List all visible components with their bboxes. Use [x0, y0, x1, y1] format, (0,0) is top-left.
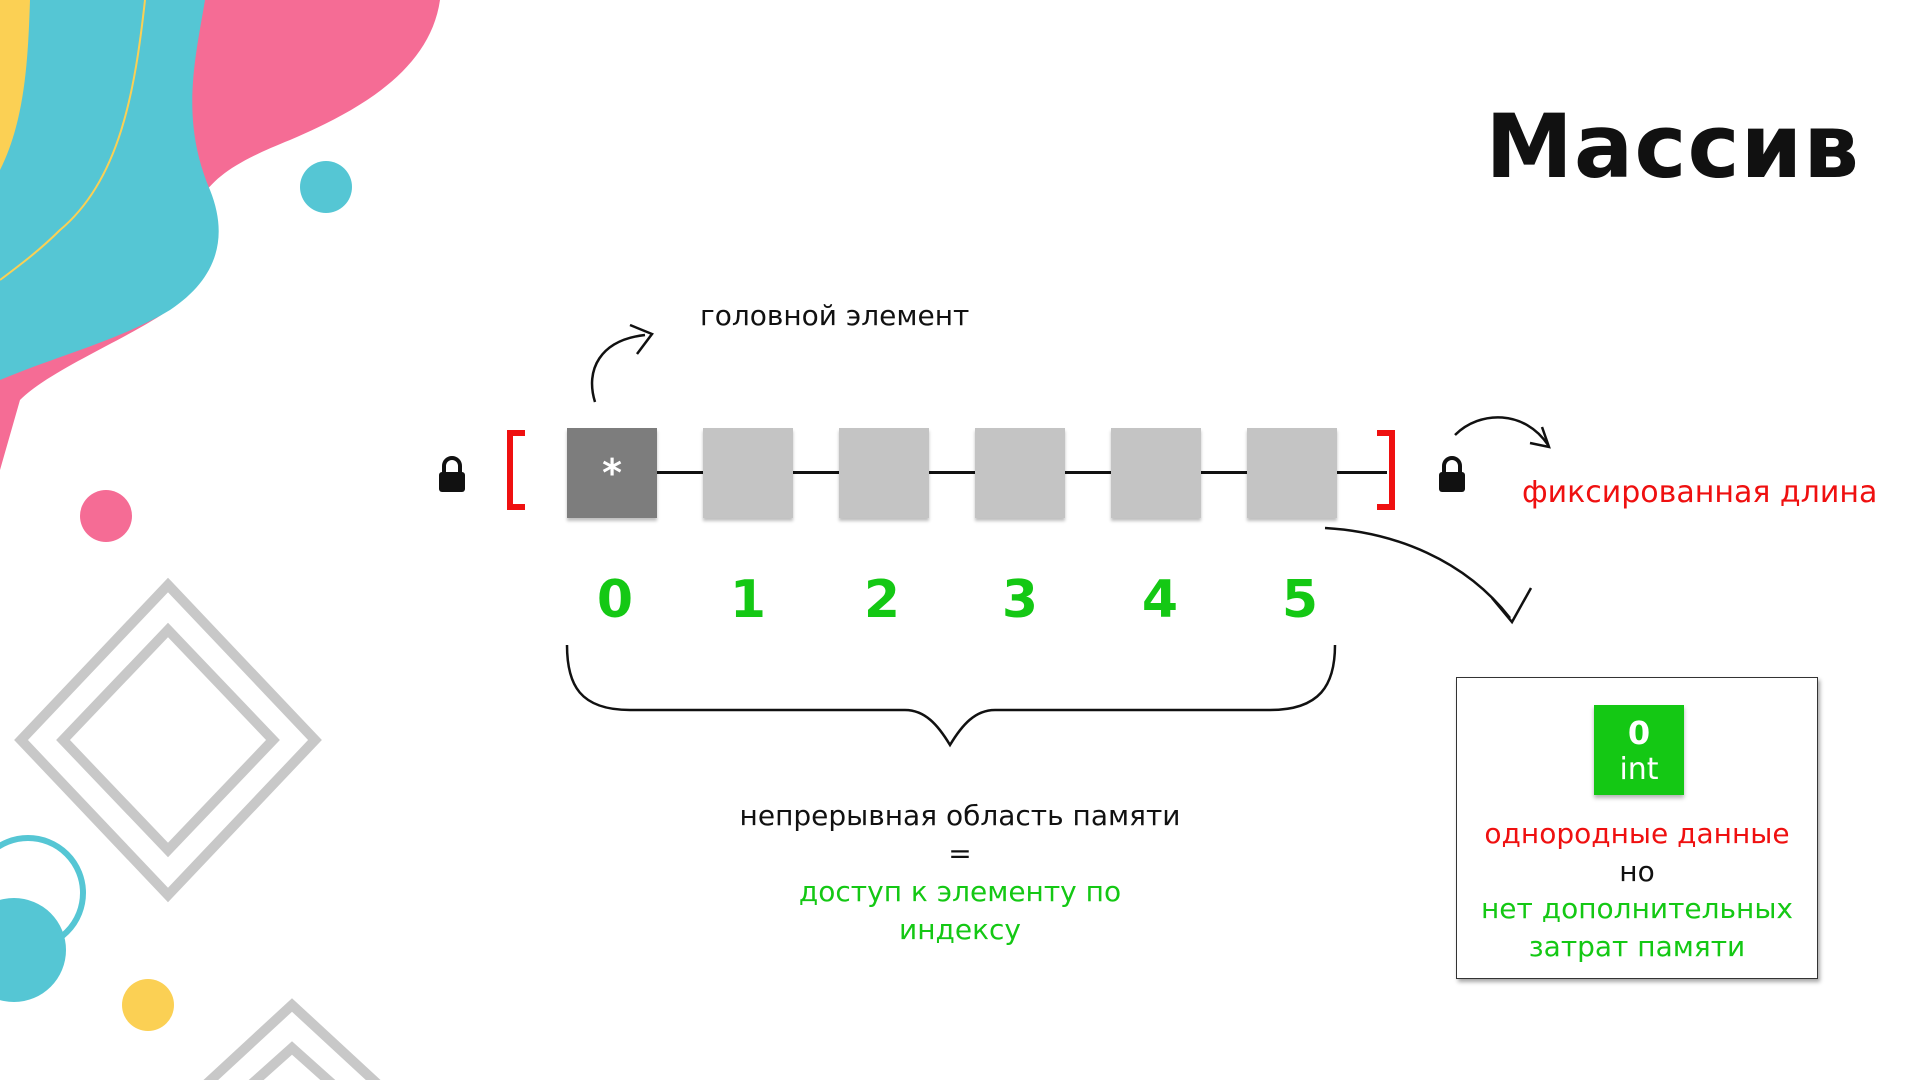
yellow-line: [0, 0, 146, 281]
memory-equals: =: [948, 837, 972, 870]
slide-title: Массив: [1485, 95, 1860, 198]
teal-dot: [300, 161, 352, 213]
chip-value: 0: [1627, 714, 1651, 752]
array-cell: [839, 428, 929, 518]
diamond-inner: [56, 622, 280, 858]
memory-line-3: индексу: [899, 913, 1021, 946]
memory-line-2: доступ к элементу по: [798, 875, 1122, 908]
infobox-line-2: но: [1619, 854, 1655, 888]
right-bracket-icon: [1377, 430, 1395, 510]
pink-dot: [80, 490, 132, 542]
homogeneous-data-box: 0 int однородные данные но нет дополните…: [1456, 677, 1818, 979]
info-arrow-icon: [1324, 526, 1533, 625]
array-cell: [703, 428, 793, 518]
pink-blob: [0, 0, 440, 470]
lock-icon: [439, 456, 465, 492]
infobox-text: однородные данные но нет дополнительных …: [1457, 815, 1817, 965]
memory-line-1: непрерывная область памяти: [739, 799, 1181, 832]
teal-circle: [0, 898, 66, 1002]
index-label: 4: [1141, 570, 1179, 630]
lock-icon: [1439, 456, 1465, 492]
index-label: 0: [596, 570, 634, 630]
infobox-line-3: нет дополнительных: [1481, 892, 1793, 925]
curly-brace-icon: [565, 644, 1337, 748]
int-element-chip: 0 int: [1594, 705, 1684, 795]
diamond-bottom-inner: [248, 1041, 336, 1080]
chip-type: int: [1619, 752, 1659, 787]
array-cell-head: *: [567, 428, 657, 518]
index-label: 2: [863, 570, 901, 630]
teal-blob: [0, 0, 219, 380]
head-arrow-icon: [590, 323, 654, 403]
head-element-label: головной элемент: [700, 299, 970, 332]
yellow-blob: [0, 0, 30, 170]
array-cell: [1111, 428, 1201, 518]
diamond-bottom-outer: [203, 998, 381, 1080]
fixed-length-arrow-icon: [1454, 416, 1551, 449]
infobox-line-4: затрат памяти: [1528, 929, 1746, 963]
index-label: 5: [1281, 570, 1319, 630]
memory-description: непрерывная область памяти = доступ к эл…: [690, 797, 1230, 949]
diamond-outer: [14, 577, 322, 903]
array-cell: [1247, 428, 1337, 518]
left-bracket-icon: [507, 430, 525, 510]
fixed-length-label: фиксированная длина: [1522, 475, 1878, 510]
infobox-line-1: однородные данные: [1484, 817, 1790, 850]
index-label: 1: [729, 570, 767, 630]
yellow-dot: [122, 979, 174, 1031]
array-cell: [975, 428, 1065, 518]
index-label: 3: [1001, 570, 1039, 630]
pointer-symbol: *: [602, 451, 622, 495]
